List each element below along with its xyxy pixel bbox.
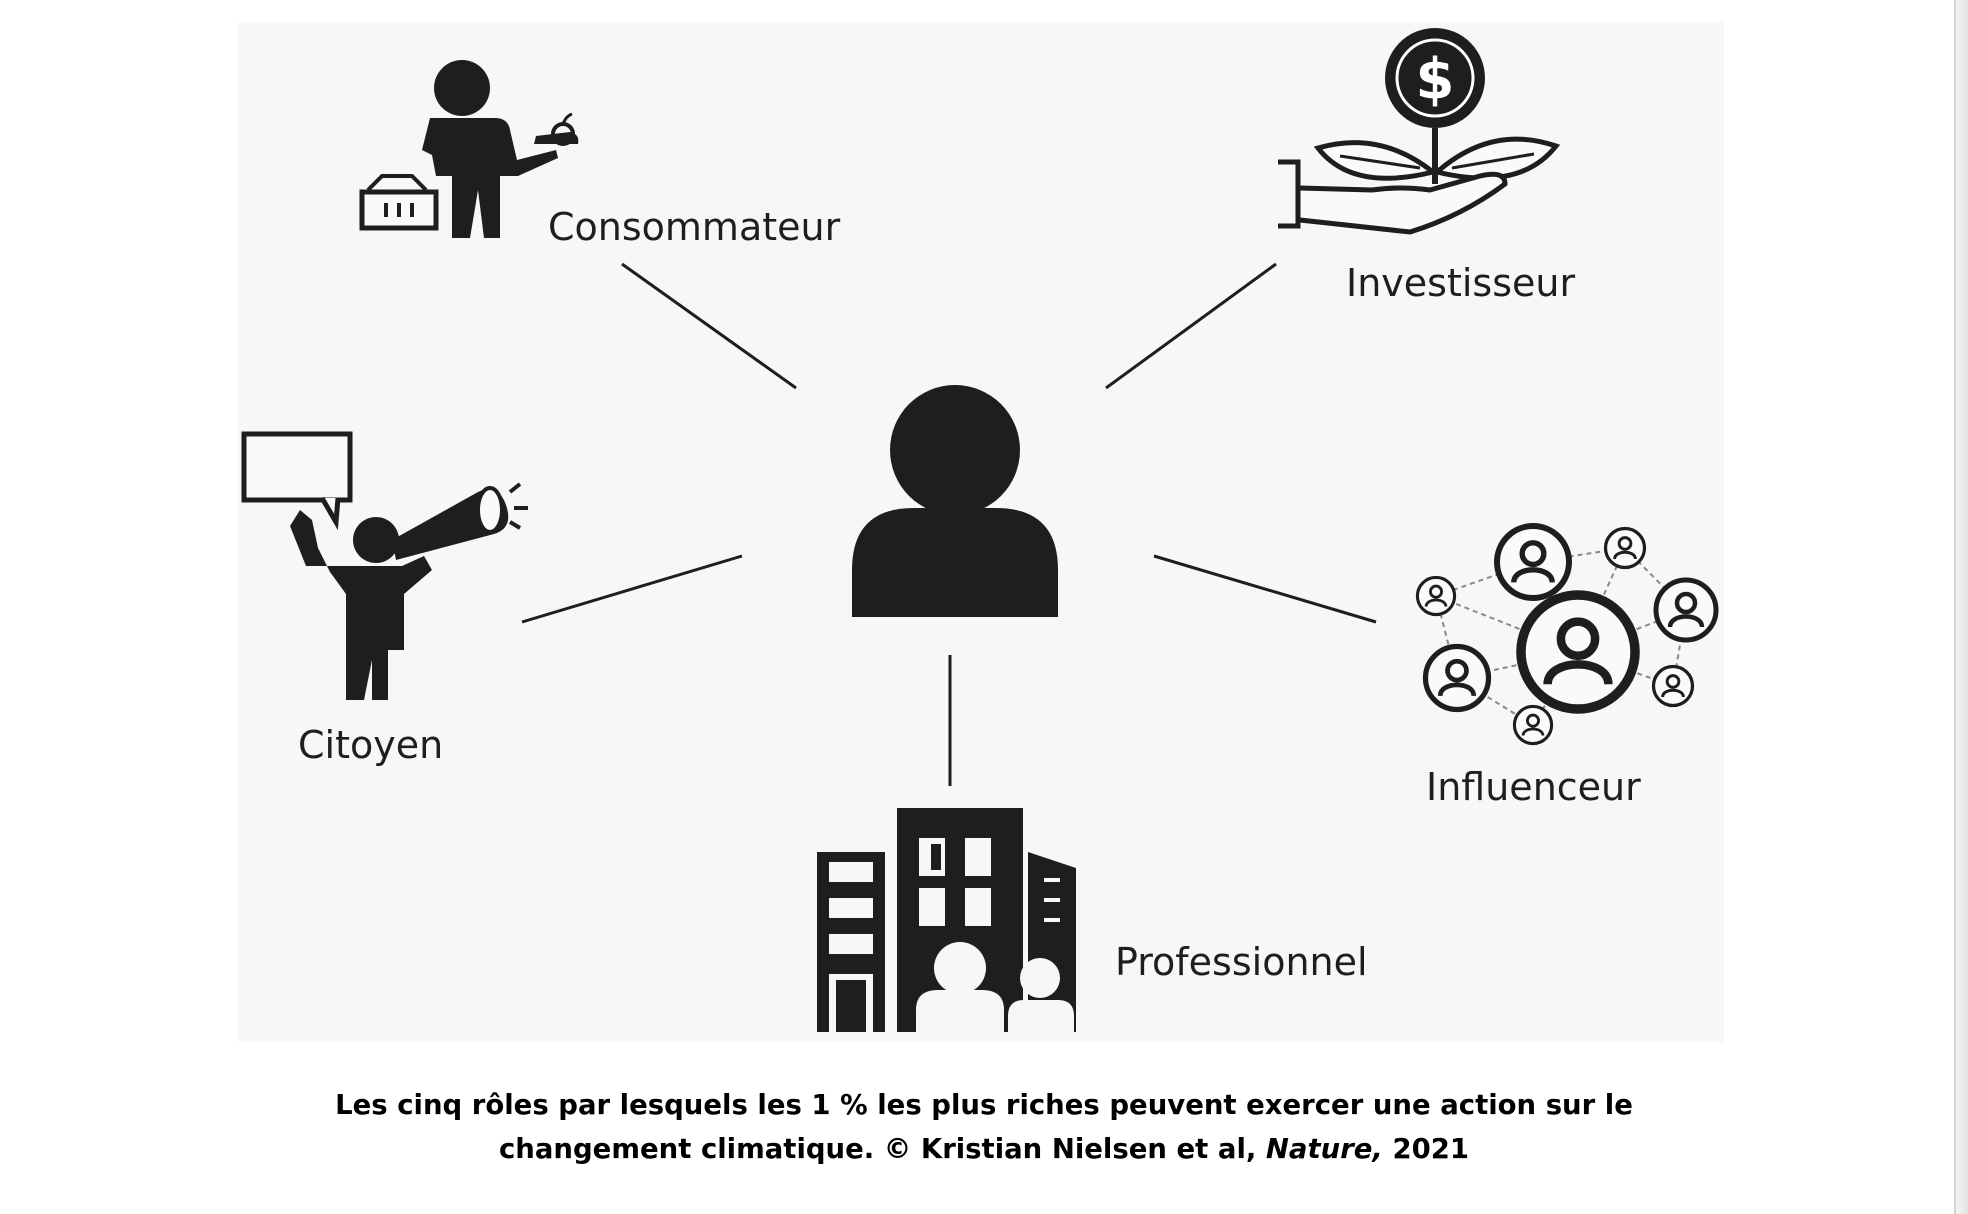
connector-influenceur	[1153, 554, 1377, 624]
caption-line-2: changement climatique. © Kristian Nielse…	[184, 1127, 1784, 1171]
label-professionnel: Professionnel	[1115, 940, 1368, 984]
shopper-icon	[359, 60, 579, 238]
social-network-icon	[1415, 526, 1716, 746]
caption-journal: Nature,	[1265, 1133, 1383, 1165]
label-citoyen: Citoyen	[298, 723, 443, 767]
page-edge	[1954, 0, 1968, 1214]
caption-credit: changement climatique. © Kristian Nielse…	[498, 1133, 1266, 1165]
connector-investisseur	[1105, 262, 1277, 390]
person-icon	[852, 385, 1058, 617]
caption-year: 2021	[1382, 1133, 1469, 1165]
svg-text:$: $	[1416, 47, 1455, 112]
label-investisseur: Investisseur	[1346, 261, 1575, 305]
money-plant-in-hand-icon: $	[1278, 28, 1561, 235]
label-consommateur: Consommateur	[548, 205, 841, 249]
connector-consommateur	[621, 262, 797, 390]
office-building-icon	[817, 808, 1076, 1032]
megaphone-speaker-icon	[241, 431, 528, 700]
caption-line-1: Les cinq rôles par lesquels les 1 % les …	[335, 1089, 1633, 1121]
connector-citoyen	[521, 554, 743, 624]
label-influenceur: Influenceur	[1426, 765, 1641, 809]
connector-lines	[521, 262, 1377, 786]
figure-caption: Les cinq rôles par lesquels les 1 % les …	[184, 1083, 1784, 1171]
